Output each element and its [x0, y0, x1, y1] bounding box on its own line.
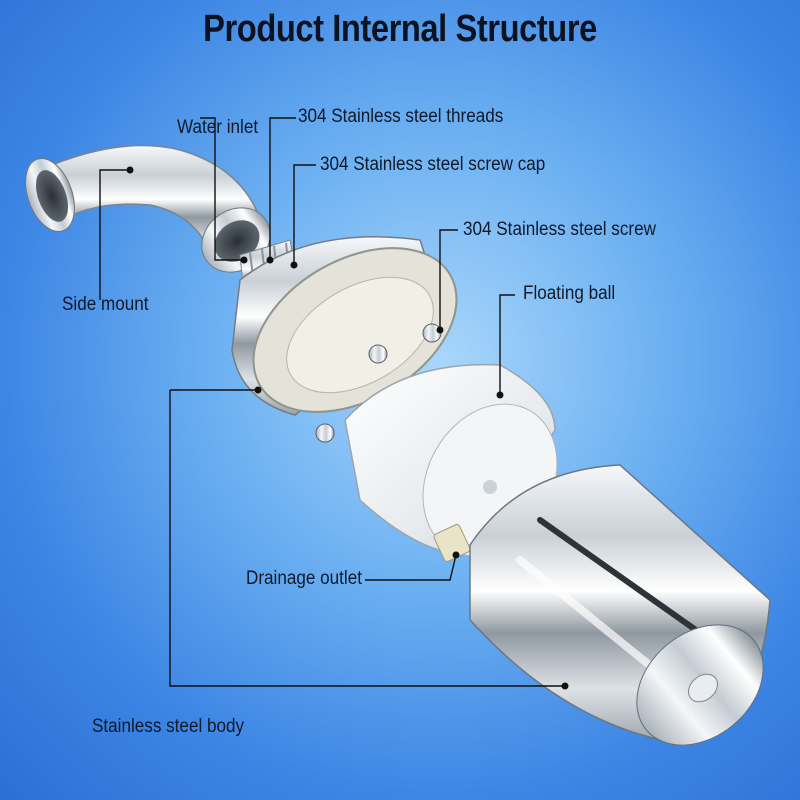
leader-dots — [126, 166, 569, 690]
leader-lines — [99, 117, 565, 687]
page-title: Product Internal Structure — [203, 8, 597, 50]
label-screw-cap: 304 Stainless steel screw cap — [320, 154, 546, 175]
label-body: Stainless steel body — [92, 716, 245, 737]
label-water-inlet: Water inlet — [177, 117, 259, 138]
screw-cap — [231, 236, 458, 416]
label-drainage-outlet: Drainage outlet — [246, 568, 362, 589]
steel-body — [469, 464, 771, 746]
label-floating-ball: Floating ball — [523, 283, 616, 304]
label-threads: 304 Stainless steel threads — [298, 106, 504, 127]
screws — [315, 323, 442, 443]
label-screw: 304 Stainless steel screw — [463, 219, 656, 240]
label-side-mount: Side mount — [62, 294, 149, 315]
elbow-fitting — [25, 144, 271, 273]
